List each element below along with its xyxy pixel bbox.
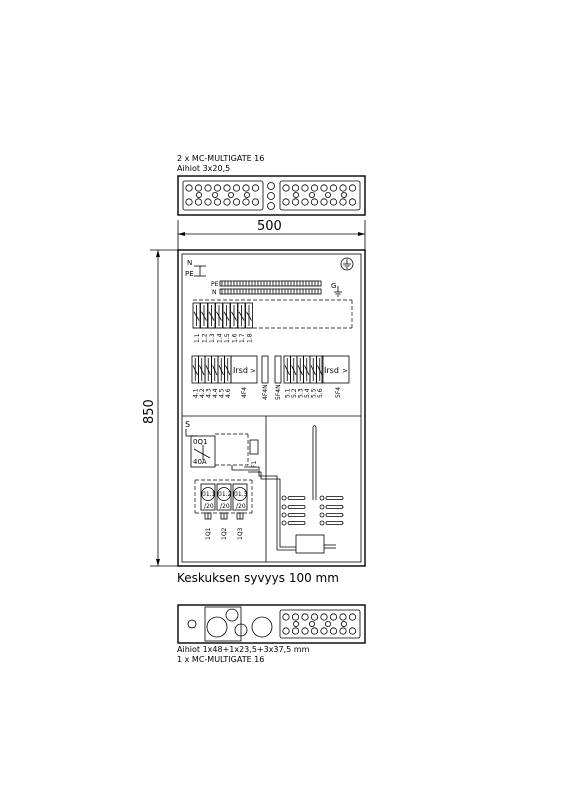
g-label: G (331, 282, 336, 290)
breaker-row2-left-2-label: 4.2 (199, 388, 206, 398)
cabinet-outline (177, 249, 366, 567)
terminal-rails: PE N G (211, 280, 342, 297)
breaker-row2-right-4: 5.4 (303, 355, 311, 398)
earth-icon (340, 257, 354, 271)
left-rcd-text: Irsd (233, 366, 248, 375)
bottom-gland-label: 1 x MC-MULTIGATE 16 (177, 655, 264, 664)
breaker-row2-right-3-label: 5.3 (298, 388, 305, 398)
breaker-row1-3-label: 1.3 (209, 333, 216, 343)
n-pe-busbar: N PE (185, 259, 206, 278)
breaker-row1-7-label: 1.7 (239, 333, 246, 343)
meter-sub: /20 (204, 503, 214, 510)
small-right-label: 5F4N (275, 384, 282, 400)
main-switch-area: S 0Q1 40A F1 (185, 420, 259, 468)
s-label: S (185, 420, 190, 429)
meter-label: 01.1 (202, 491, 216, 498)
breaker-row2-left-1-label: 4.1 (193, 388, 200, 398)
top-gland-blanks: Aihiot 3x20,5 (177, 164, 230, 173)
energy-meters: 01.1/20 1Q1 01.2/20 1Q2 01.3/20 1Q3 (194, 479, 253, 540)
ovp-label: F1 (251, 461, 258, 468)
top-gland-label: 2 x MC-MULTIGATE 16 (177, 154, 264, 163)
breaker-row1-5: 1.5 (222, 302, 231, 343)
breaker-row1-1-label: 1.1 (194, 333, 201, 343)
breaker-row2-right-1-label: 5.1 (285, 388, 292, 398)
breaker-row1-4-label: 1.4 (217, 333, 224, 343)
breaker-row1-8-label: 1.8 (247, 333, 254, 343)
bottom-gland-plate (177, 604, 366, 644)
breaker-row1-6: 1.6 (230, 302, 239, 343)
breaker-row1-1: 1.1 (192, 302, 201, 343)
breaker-row2-left-5-label: 4.5 (219, 388, 226, 398)
main-switch-label: 0Q1 (193, 438, 207, 446)
top-gland-plate (177, 175, 366, 216)
main-switch-rating: 40A (193, 458, 207, 466)
n-rail-label: N (212, 289, 217, 296)
bottom-gland-blanks: Aihiot 1x48+1x23,5+3x37,5 mm (177, 645, 310, 654)
breaker-row1-6-label: 1.6 (232, 333, 239, 343)
breaker-row1-2-label: 1.2 (202, 333, 209, 343)
right-rcd-label: 5F4 (335, 387, 342, 398)
breaker-row2-right-6-label: 5.6 (317, 388, 324, 398)
ground-icon (334, 286, 342, 297)
meter-label: 01.2 (218, 491, 232, 498)
height-value: 850 (142, 399, 157, 424)
meter-sub: /20 (220, 503, 230, 510)
breaker-row2-left-4-label: 4.4 (212, 388, 219, 398)
breaker-row2-right-4-label: 5.4 (304, 388, 311, 398)
small-left-label: 4F4N (262, 384, 269, 400)
left-rcd-arrow: > (250, 367, 256, 375)
breaker-row1-7: 1.7 (237, 302, 246, 343)
energy-meter: 01.2/20 1Q2 (216, 483, 232, 540)
meter-sub: /20 (236, 503, 246, 510)
n-label: N (187, 259, 192, 267)
depth-note: Keskuksen syvyys 100 mm (177, 571, 339, 585)
breaker-row2-right-2-label: 5.2 (291, 388, 298, 398)
pe-label: PE (185, 270, 194, 278)
breaker-row2-right-5: 5.5 (309, 355, 318, 398)
breaker-row1-2: 1.2 (200, 302, 209, 343)
left-rcd-label: 4F4 (241, 387, 248, 398)
breaker-row2-right-5-label: 5.5 (311, 388, 318, 398)
meter-breaker-label: 1Q3 (237, 527, 244, 540)
right-rcd-text: Irsd (324, 366, 339, 375)
cable-section (231, 425, 344, 554)
width-dimension: 500 (177, 219, 366, 250)
meter-label: 01.3 (234, 491, 248, 498)
meter-breaker-label: 1Q2 (221, 527, 228, 540)
breaker-row1-5-label: 1.5 (224, 333, 231, 343)
right-rcd-arrow: > (342, 367, 348, 375)
height-dimension: 850 (142, 249, 178, 567)
breaker-row1-3: 1.3 (207, 302, 216, 343)
breaker-row2-left-3-label: 4.3 (206, 388, 213, 398)
breaker-row2-left-5: 4.5 (217, 355, 226, 398)
breaker-row2-right-3: 5.3 (296, 355, 305, 398)
energy-meter: 01.3/20 1Q3 (232, 483, 248, 540)
breaker-row2-left-6-label: 4.6 (225, 388, 232, 398)
energy-meter: 01.1/20 1Q1 (200, 483, 216, 540)
width-value: 500 (257, 219, 282, 234)
breaker-row2-right-6: 5.6 (316, 355, 324, 398)
breaker-row1-4: 1.4 (215, 302, 224, 343)
breaker-row1-8: 1.8 (245, 302, 254, 343)
meter-breaker-label: 1Q1 (205, 527, 212, 540)
pe-rail-label: PE (211, 281, 219, 288)
